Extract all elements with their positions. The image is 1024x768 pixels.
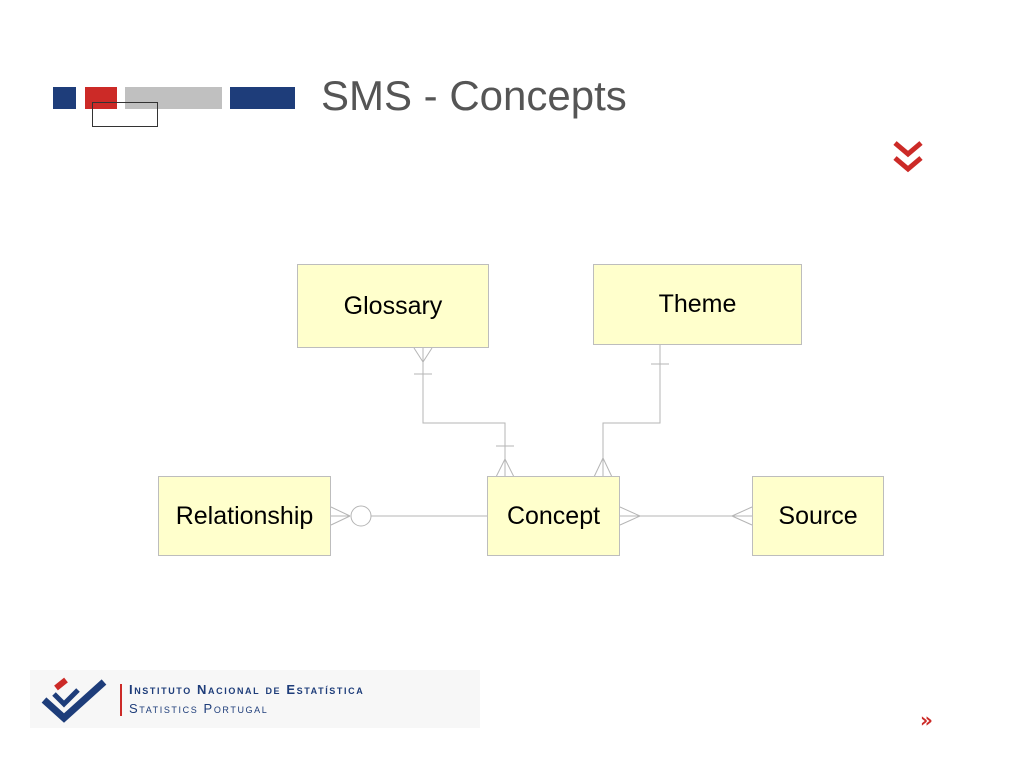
entity-source[interactable]: Source	[752, 476, 884, 556]
ine-checkmark-icon	[41, 677, 107, 723]
concept-right-crowfoot-bottom	[619, 515, 641, 526]
logo-divider	[120, 684, 122, 716]
entity-concept[interactable]: Concept	[487, 476, 620, 556]
org-name: Instituto Nacional de Estatística	[129, 682, 365, 697]
concept-top-left-crowfoot-l	[495, 458, 506, 478]
header-bar-red	[85, 87, 117, 109]
entity-relationship[interactable]: Relationship	[158, 476, 331, 556]
entity-label: Source	[778, 501, 858, 530]
concept-right-crowfoot-top	[619, 506, 641, 517]
relationship-crowfoot-top	[330, 506, 351, 517]
connector-theme-concept	[602, 345, 661, 477]
entity-theme[interactable]: Theme	[593, 264, 802, 345]
header-bar-gray	[125, 87, 222, 109]
next-slide-link[interactable]: »	[920, 708, 933, 732]
glossary-crowfoot-right	[422, 347, 433, 363]
glossary-crowfoot-left	[413, 347, 424, 363]
concept-top-right-crowfoot-r	[602, 457, 613, 478]
org-subtitle: Statistics Portugal	[129, 701, 269, 716]
relationship-zero-circle	[350, 505, 372, 527]
entity-label: Concept	[506, 501, 601, 530]
connector-glossary-concept	[422, 348, 506, 477]
header-bar-outline	[92, 102, 158, 127]
double-chevron-down-icon[interactable]	[892, 140, 924, 174]
entity-label: Theme	[658, 290, 737, 318]
header-bar-navy-small	[53, 87, 76, 109]
source-crowfoot-bottom	[731, 515, 753, 526]
concept-top-right-crowfoot-l	[593, 457, 604, 478]
page-title: SMS - Concepts	[321, 72, 627, 119]
source-crowfoot-top	[731, 506, 753, 517]
header-bar-navy-wide	[230, 87, 295, 109]
entity-label: Relationship	[175, 501, 314, 530]
entity-glossary[interactable]: Glossary	[297, 264, 489, 348]
concept-top-left-crowfoot-r	[504, 458, 515, 478]
entity-label: Glossary	[343, 291, 443, 320]
footer-logo: Instituto Nacional de Estatística Statis…	[30, 670, 480, 728]
relationship-crowfoot-bottom	[330, 515, 351, 526]
